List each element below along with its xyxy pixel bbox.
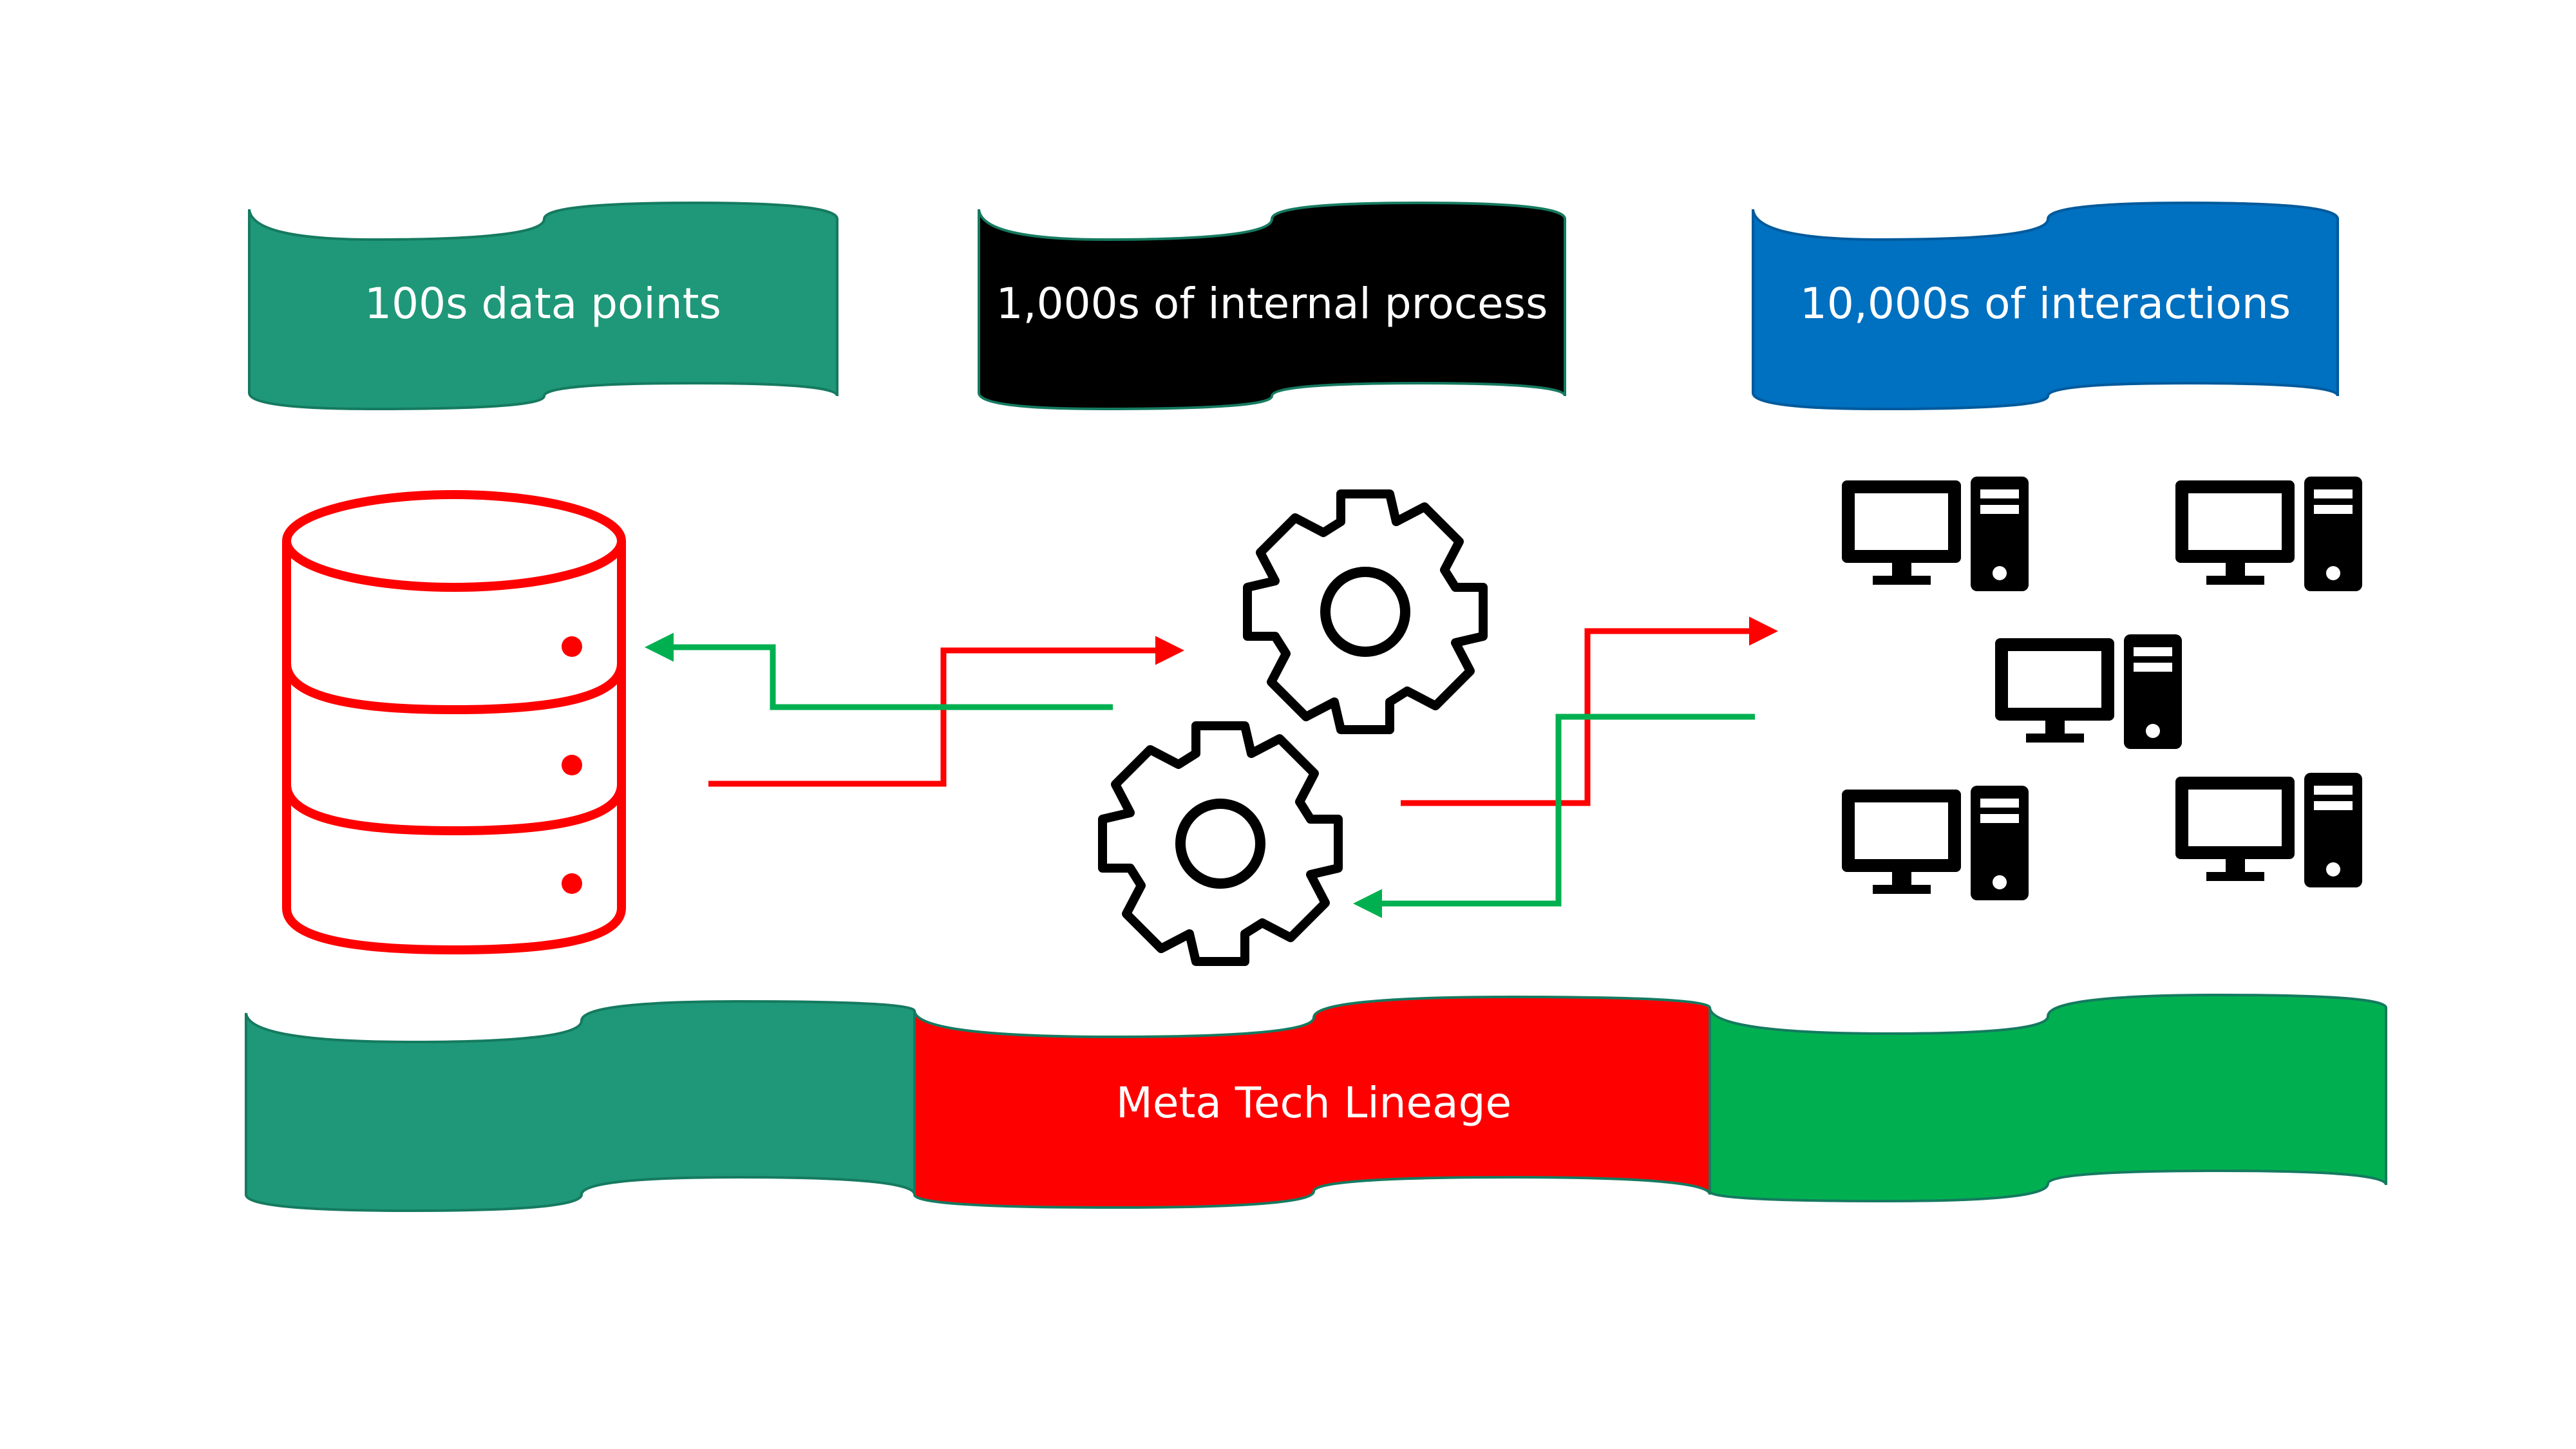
banner-shape xyxy=(1752,201,2339,411)
database-icon xyxy=(282,490,626,955)
bottom-banner-meta-tech-lineage: Meta Tech Lineage xyxy=(913,995,1711,1209)
bottom-banner-right xyxy=(1709,993,2387,1203)
return-flow-arrow xyxy=(645,632,1113,710)
computer-icon xyxy=(1842,786,2029,900)
banner-shape xyxy=(245,999,916,1213)
banner-label: 100s data points xyxy=(365,279,721,328)
top-banner-data-points: 100s data points xyxy=(248,201,838,411)
return-flow-arrow xyxy=(1353,714,1755,918)
banner-shape xyxy=(1709,993,2387,1203)
forward-flow-arrow xyxy=(708,636,1184,787)
banner-label: 1,000s of internal process xyxy=(996,279,1548,328)
banner-shape xyxy=(248,201,838,411)
computer-icon xyxy=(1842,477,2029,591)
top-banner-interactions: 10,000s of interactions xyxy=(1752,201,2339,411)
banner-label: Meta Tech Lineage xyxy=(1116,1078,1511,1128)
computer-icon xyxy=(2175,773,2362,887)
gear-icon xyxy=(1098,721,1343,966)
top-banner-internal-process: 1,000s of internal process xyxy=(978,201,1566,411)
computer-icon xyxy=(2175,477,2362,591)
computer-icon xyxy=(1995,634,2182,749)
banner-shape xyxy=(978,201,1566,411)
gear-icon xyxy=(1243,489,1488,734)
banner-label: 10,000s of interactions xyxy=(1800,279,2291,328)
bottom-banner-left xyxy=(245,999,916,1213)
